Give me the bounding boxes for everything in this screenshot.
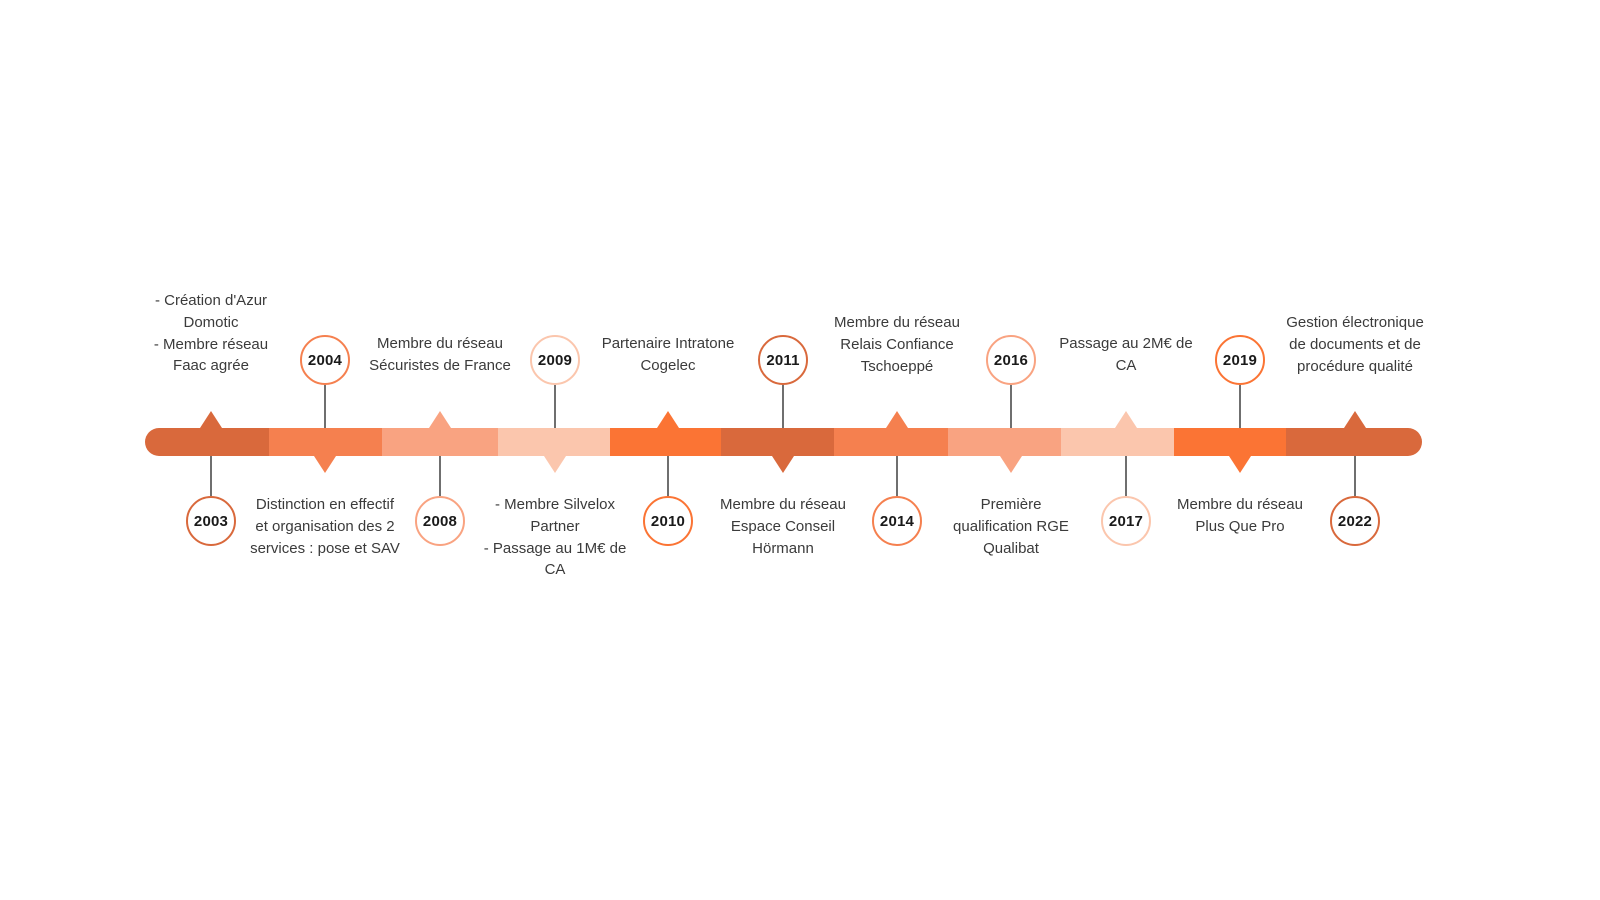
milestone-2008-year-bubble[interactable]: 2008 — [415, 496, 465, 546]
milestone-2010-connector-line — [667, 456, 669, 496]
milestone-2022-year-bubble[interactable]: 2022 — [1330, 496, 1380, 546]
milestone-2016-year-bubble[interactable]: 2016 — [986, 335, 1036, 385]
milestone-2010-caption: Partenaire Intratone Cogelec — [601, 335, 735, 374]
milestone-2003-caption: - Création d'Azur Domotic - Membre résea… — [153, 292, 269, 375]
bar-segment-7 — [948, 428, 1061, 456]
bar-segment-3 — [498, 428, 610, 456]
milestone-2019-caption: Membre du réseau Plus Que Pro — [1177, 496, 1303, 535]
milestone-2022-caption: Gestion électronique de documents et de … — [1286, 314, 1424, 375]
timeline-bar — [145, 428, 1422, 456]
milestone-2014-caption: Membre du réseau Relais Confiance Tschoe… — [834, 314, 960, 375]
bar-segment-1 — [269, 428, 382, 456]
milestone-2004-pointer-triangle — [314, 456, 336, 473]
milestone-2011-year-bubble[interactable]: 2011 — [758, 335, 808, 385]
milestone-2004-year-bubble[interactable]: 2004 — [300, 335, 350, 385]
milestone-2003-connector-line — [210, 456, 212, 496]
bar-segment-8 — [1061, 428, 1174, 456]
milestone-2011-pointer-triangle — [772, 456, 794, 473]
bar-segment-9 — [1174, 428, 1286, 456]
milestone-2014-pointer-triangle — [886, 411, 908, 428]
bar-segment-2 — [382, 428, 498, 456]
milestone-2008-connector-line — [439, 456, 441, 496]
milestone-2009-pointer-triangle — [544, 456, 566, 473]
milestone-2003-pointer-triangle — [200, 411, 222, 428]
milestone-2017-pointer-triangle — [1115, 411, 1137, 428]
bar-segment-4 — [610, 428, 721, 456]
milestone-2008-caption: Membre du réseau Sécuristes de France — [369, 335, 511, 374]
milestone-2017-connector-line — [1125, 456, 1127, 496]
bar-segment-5 — [721, 428, 834, 456]
milestone-2010-pointer-triangle — [657, 411, 679, 428]
milestone-2022-connector-line — [1354, 456, 1356, 496]
milestone-2016-pointer-triangle — [1000, 456, 1022, 473]
milestone-2014-connector-line — [896, 456, 898, 496]
milestone-2003-year-bubble[interactable]: 2003 — [186, 496, 236, 546]
bar-segment-10 — [1286, 428, 1422, 456]
bar-segment-6 — [834, 428, 948, 456]
milestone-2011-connector-line — [782, 385, 784, 428]
milestone-2017-year-bubble[interactable]: 2017 — [1101, 496, 1151, 546]
milestone-2011-caption: Membre du réseau Espace Conseil Hörmann — [720, 496, 846, 557]
milestone-2009-connector-line — [554, 385, 556, 428]
milestone-2017-caption: Passage au 2M€ de CA — [1059, 335, 1193, 374]
milestone-2019-pointer-triangle — [1229, 456, 1251, 473]
bar-segment-0 — [145, 428, 269, 456]
milestone-2004-connector-line — [324, 385, 326, 428]
milestone-2022-pointer-triangle — [1344, 411, 1366, 428]
milestone-2004-caption: Distinction en effectif et organisation … — [250, 496, 400, 557]
milestone-2019-year-bubble[interactable]: 2019 — [1215, 335, 1265, 385]
milestone-2009-year-bubble[interactable]: 2009 — [530, 335, 580, 385]
milestone-2016-connector-line — [1010, 385, 1012, 428]
milestone-2014-year-bubble[interactable]: 2014 — [872, 496, 922, 546]
milestone-2019-connector-line — [1239, 385, 1241, 428]
milestone-2016-caption: Première qualification RGE Qualibat — [953, 496, 1069, 557]
milestone-2008-pointer-triangle — [429, 411, 451, 428]
milestone-2010-year-bubble[interactable]: 2010 — [643, 496, 693, 546]
milestone-2009-caption: - Membre Silvelox Partner - Passage au 1… — [483, 496, 627, 579]
